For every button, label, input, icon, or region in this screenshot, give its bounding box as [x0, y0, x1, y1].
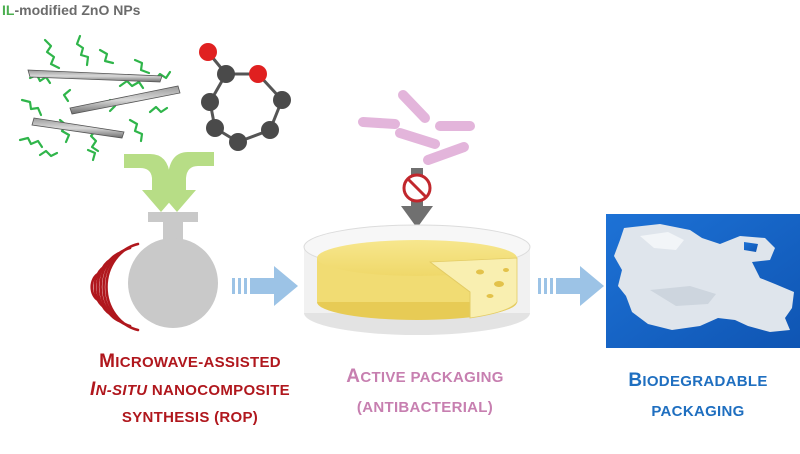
nanoparticle-title: IL-modified ZnO NPs [2, 2, 140, 18]
microwave-waves-icon [90, 242, 140, 332]
caprolactone-molecule-icon [199, 43, 291, 151]
process-arrow-2 [538, 266, 604, 306]
film-photo [606, 214, 800, 348]
step1-line1: MICROWAVE-ASSISTED [40, 348, 340, 376]
step3-line1: BIODEGRADABLE [600, 366, 796, 397]
step2-line1-cap: A [346, 366, 361, 387]
nanoparticle-icon [18, 34, 181, 162]
step3-line2: PACKAGING [651, 403, 745, 420]
step-active-packaging-label: ACTIVE PACKAGING (ANTIBACTERIAL) [305, 362, 545, 423]
step-biodegradable-label: BIODEGRADABLE PACKAGING [600, 366, 796, 427]
step3-line1-cap: B [628, 370, 643, 391]
bacteria-icon [358, 90, 475, 165]
step1-line2: IN-SITU NANOCOMPOSITE [40, 376, 340, 404]
no-entry-icon [402, 173, 432, 203]
step2-line2: (ANTIBACTERIAL) [356, 399, 494, 416]
step1-line1-cap: M [99, 351, 116, 372]
green-feed-arrows [124, 152, 214, 212]
step1-line2-italic-rest: N-SITU [95, 382, 148, 399]
step1-line2-rest: NANOCOMPOSITE [147, 382, 290, 399]
step1-line1-rest: ICROWAVE-ASSISTED [115, 354, 281, 371]
title-highlight: IL [2, 2, 15, 18]
title-rest: -modified ZnO NPs [14, 2, 141, 18]
round-bottom-flask-icon [128, 212, 218, 328]
step1-line3: SYNTHESIS (ROP) [121, 409, 259, 426]
step1-line2-italic-cap: I [90, 379, 96, 400]
cheese-icon [317, 240, 518, 320]
step-synthesis-label: MICROWAVE-ASSISTED IN-SITU NANOCOMPOSITE… [40, 348, 340, 431]
step2-line1-rest: CTIVE PACKAGING [360, 369, 504, 386]
step3-line1-rest: IODEGRADABLE [642, 373, 768, 390]
process-arrow-1 [232, 266, 298, 306]
step2-line1: ACTIVE PACKAGING [305, 362, 545, 393]
